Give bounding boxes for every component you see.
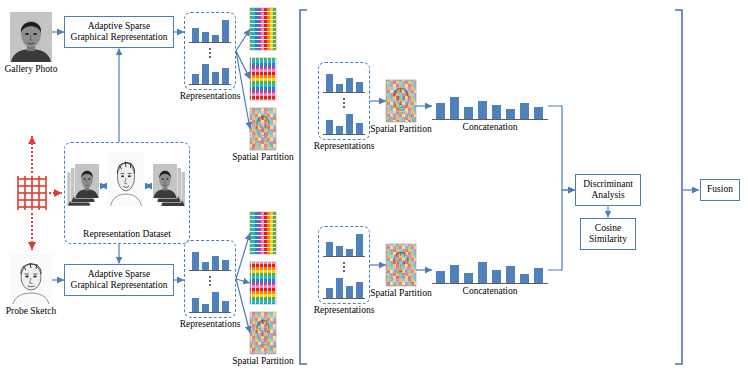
partition-stack: Spatial Partition: [250, 212, 276, 354]
flow-arrow: [118, 244, 119, 264]
bracket: [300, 10, 682, 364]
process-box: Fusion: [700, 179, 740, 200]
flow-arrow: [236, 279, 250, 283]
fan-arrow: [236, 29, 250, 333]
node-label: Representations: [314, 141, 375, 152]
node-label: Representation Dataset: [65, 229, 189, 240]
node-label: Adaptive Sparse Graphical Representation: [69, 269, 169, 292]
flow-arrow: [174, 279, 184, 280]
flow-arrow: [370, 100, 386, 101]
node-label: Discriminant Analysis: [580, 179, 636, 202]
node-label: Representations: [314, 305, 375, 316]
node-label: Fusion: [705, 184, 735, 195]
flow-arrow: [416, 105, 432, 106]
node-label: Adaptive Sparse Graphical Representation: [69, 21, 169, 44]
concatenated-vector: Concatenation: [432, 256, 548, 284]
red-grid-icon: [18, 176, 46, 210]
process-box: Discriminant Analysis: [575, 174, 641, 207]
process-box: Adaptive Sparse Graphical Representation: [64, 16, 174, 49]
node-label: Representations: [180, 91, 241, 102]
flow-arrow: [52, 31, 64, 32]
spatial-grid: [250, 8, 416, 354]
dataset-group: Representation Dataset: [64, 142, 190, 244]
probe-sketch: Probe Sketch: [10, 254, 52, 304]
process-box: Adaptive Sparse Graphical Representation: [64, 264, 174, 297]
flow-arrow: [174, 31, 184, 32]
node-label: Gallery Photo: [4, 64, 57, 75]
process-box: Cosine Similarity: [580, 218, 636, 251]
partition-grid: Spatial Partition: [386, 80, 416, 122]
concatenated-bars: [432, 97, 548, 284]
flow-arrow: [607, 206, 608, 217]
node-label: Representations: [180, 319, 241, 330]
node-label: Concatenation: [463, 122, 518, 133]
node-label: Probe Sketch: [6, 306, 56, 317]
node-label: Spatial Partition: [370, 288, 431, 299]
partition-grid: Spatial Partition: [386, 244, 416, 286]
flow-arrow: [416, 269, 432, 270]
flow-arrow: [548, 106, 575, 190]
gallery-photo: Gallery Photo: [10, 12, 52, 62]
concatenated-vector: Concatenation: [432, 92, 548, 120]
representation-group: Representations: [184, 240, 236, 318]
flow-arrow: [370, 264, 386, 265]
representation-group: Representations: [318, 226, 370, 304]
node-label: Spatial Partition: [232, 356, 293, 367]
face-photo: [10, 12, 52, 62]
flow-arrow: [548, 190, 575, 270]
representation-group: Representations: [318, 62, 370, 140]
bracket-arrow: [683, 189, 699, 190]
dataset-faces: [67, 152, 185, 206]
flow-arrow: [118, 48, 119, 142]
flow-arrow: [236, 51, 250, 79]
node-label: Spatial Partition: [370, 124, 431, 135]
partition-stack: Spatial Partition: [250, 8, 276, 150]
red-dotted-arrow: [32, 136, 62, 250]
node-label: Cosine Similarity: [585, 223, 631, 246]
double-arrow: [100, 185, 152, 186]
flow-arrow: [52, 279, 64, 280]
representation-group: Representations: [184, 12, 236, 90]
node-label: Concatenation: [463, 286, 518, 297]
face-sketch: [10, 254, 52, 304]
bar-representation: [189, 20, 365, 313]
node-label: Spatial Partition: [232, 152, 293, 163]
